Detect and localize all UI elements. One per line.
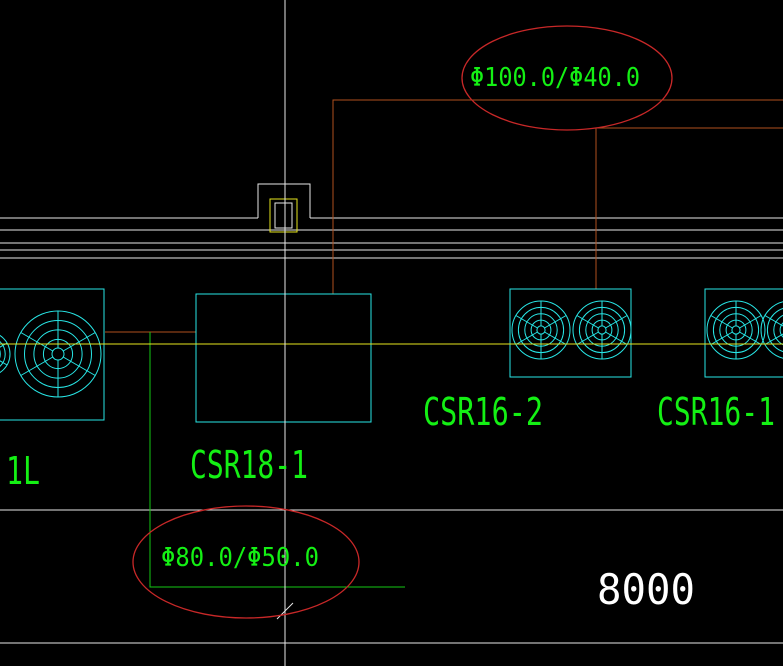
wall-lines [0, 217, 783, 644]
fan-grille-icon [0, 334, 11, 374]
fan-spoke [515, 331, 538, 345]
fan-spoke [544, 315, 567, 329]
fan-ring [773, 314, 783, 346]
fan-spoke [710, 315, 733, 329]
fan-ring [536, 325, 546, 335]
fan-ring [51, 347, 65, 361]
fan-grille-icon [760, 301, 783, 359]
column-outline [257, 183, 311, 218]
fan-spoke [605, 331, 628, 345]
fan-grille-icon [511, 300, 571, 360]
fan-spoke [739, 315, 762, 329]
unit-box-1l[interactable] [0, 288, 105, 421]
unit-box-csr18-1[interactable] [195, 293, 372, 423]
green-pipe-line [149, 332, 405, 588]
fan-spoke [0, 360, 8, 366]
fan-spoke [576, 315, 599, 329]
fan-spoke [605, 315, 628, 329]
red-pipe-route-b [595, 127, 783, 289]
fan-grilles [0, 300, 783, 398]
column-core [274, 202, 293, 229]
fan-spoke [710, 331, 733, 345]
fan-ring [597, 325, 607, 335]
green-pipe-route [149, 332, 405, 588]
unit-label-csr16-2: CSR16-2 [423, 390, 543, 434]
fan-grille-icon [706, 300, 766, 360]
fan-ring [760, 301, 783, 359]
fan-ring [0, 334, 11, 374]
fan-spoke [62, 332, 96, 352]
fan-ring [766, 307, 783, 353]
fan-grille-icon [14, 310, 102, 398]
unit-box-csr16-1[interactable] [704, 288, 783, 378]
fan-spoke [0, 342, 8, 348]
fan-ring [0, 340, 6, 368]
pipe-size-top: Φ100.0/Φ40.0 [470, 63, 640, 93]
fan-spoke [62, 356, 96, 376]
fan-grille-icon [572, 300, 632, 360]
column-section-icon [257, 183, 311, 233]
unit-box-csr16-2[interactable] [509, 288, 632, 378]
fan-spoke [544, 331, 567, 345]
red-pipe-route-a [332, 99, 783, 294]
column-inner [269, 198, 298, 233]
fan-ring [779, 322, 783, 338]
pipe-size-bottom: Φ80.0/Φ50.0 [161, 543, 319, 573]
fan-spoke [739, 331, 762, 345]
markup-ellipses [132, 25, 673, 619]
crosshair-cursor-icon [276, 0, 294, 666]
unit-label-csr16-1: CSR16-1 [657, 390, 775, 434]
markup-ellipse-bottom [132, 505, 360, 619]
unit-label-1l: 1L [6, 449, 40, 493]
fan-spoke [576, 331, 599, 345]
markup-ellipse-top [461, 25, 673, 131]
fan-spoke [20, 356, 54, 376]
dimension-label: 8000 [597, 565, 695, 614]
fan-spoke [515, 315, 538, 329]
red-pipe-routes [105, 99, 783, 333]
fan-ring [731, 325, 741, 335]
fan-spoke [20, 332, 54, 352]
crosshair-tick [276, 602, 294, 620]
unit-label-csr18-1: CSR18-1 [190, 443, 308, 487]
